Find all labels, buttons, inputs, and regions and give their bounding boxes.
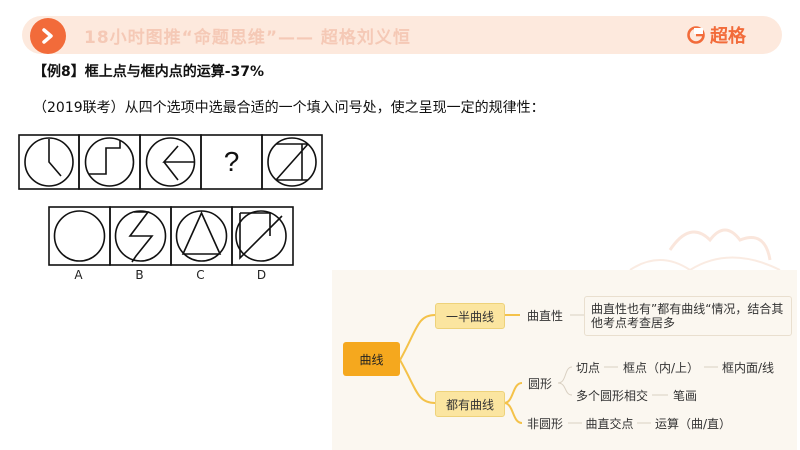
mindmap-cross-point[interactable]: 曲直交点 xyxy=(582,413,637,433)
question-text: （2019联考）从四个选项中选最合适的一个填入问号处，使之呈现一定的规律性： xyxy=(33,100,545,116)
figure-cell-5 xyxy=(261,134,323,190)
mindmap-non-circle[interactable]: 非圆形 xyxy=(522,413,568,433)
mindmap-connectors xyxy=(399,314,718,424)
mindmap-stroke[interactable]: 笔画 xyxy=(668,385,702,405)
mindmap-straightness[interactable]: 曲直性 xyxy=(521,305,569,325)
option-a-figure xyxy=(48,206,111,266)
problem-title: 【例8】框上点与框内点的运算-37% xyxy=(33,64,265,80)
play-icon[interactable] xyxy=(30,18,66,54)
option-c-figure xyxy=(170,206,233,266)
mindmap-branch-all-curve[interactable]: 都有曲线 xyxy=(435,391,505,417)
mindmap-frame-point[interactable]: 框点（内/上） xyxy=(618,357,704,377)
question-mark: ? xyxy=(224,146,240,177)
option-d-figure xyxy=(231,206,294,266)
mindmap-tangent-point[interactable]: 切点 xyxy=(572,357,604,377)
option-b-label[interactable]: B xyxy=(135,268,144,282)
mindmap: 曲线 一半曲线 曲直性 曲直性也有”都有曲线“情况，结合其他考点考查居多 都有曲… xyxy=(332,270,797,450)
header-bar xyxy=(22,16,782,54)
mindmap-operation[interactable]: 运算（曲/直） xyxy=(651,413,735,433)
mindmap-multi-circle[interactable]: 多个圆形相交 xyxy=(572,385,652,405)
mindmap-branch-half-curve[interactable]: 一半曲线 xyxy=(435,303,505,329)
background-decoration xyxy=(629,228,781,272)
mindmap-root[interactable]: 曲线 xyxy=(343,342,400,376)
option-labels: A B C D xyxy=(48,268,292,284)
question-figures: ? xyxy=(18,134,323,190)
option-a-label[interactable]: A xyxy=(74,268,83,282)
mindmap-note: 曲直性也有”都有曲线“情况，结合其他考点考查居多 xyxy=(584,296,792,336)
brand: 超格 xyxy=(686,22,746,48)
option-figures xyxy=(48,206,294,266)
mindmap-circle[interactable]: 圆形 xyxy=(522,373,558,393)
mindmap-frame-inner[interactable]: 框内面/线 xyxy=(718,357,778,377)
brand-logo-icon xyxy=(687,26,705,44)
header-title: 18小时图推“命题思维”—— 超格刘义恒 xyxy=(84,28,411,48)
option-d-label[interactable]: D xyxy=(256,268,267,282)
option-c-label[interactable]: C xyxy=(196,268,205,282)
brand-name: 超格 xyxy=(710,26,746,47)
figure-cell-2 xyxy=(78,134,141,190)
